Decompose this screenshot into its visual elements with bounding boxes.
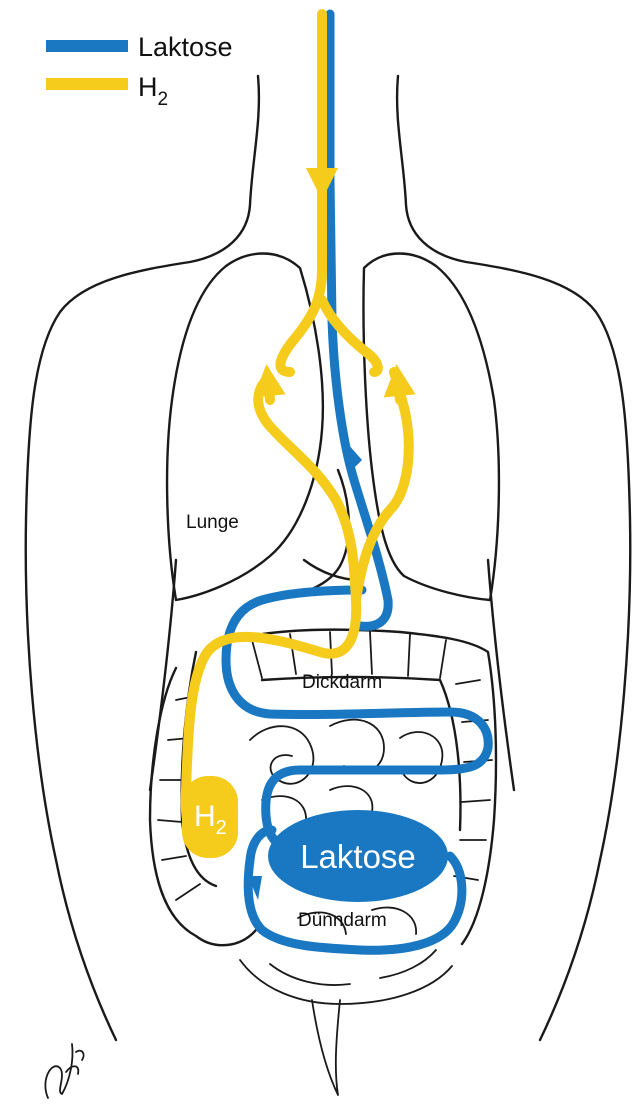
legend-label-laktose: Laktose: [138, 32, 233, 62]
h2-blob: H2: [182, 776, 238, 858]
legend-label-h2: H: [138, 72, 158, 102]
artist-signature: [45, 1044, 83, 1098]
h2-blob-label: H: [194, 800, 216, 833]
right-lung: [363, 254, 498, 601]
label-duenndarm: Dünndarm: [298, 910, 387, 931]
left-lung: [167, 254, 323, 601]
legend: Laktose H2: [46, 32, 233, 110]
label-dickdarm: Dickdarm: [302, 672, 382, 693]
laktose-blob: Laktose: [268, 810, 448, 902]
label-lunge: Lunge: [186, 512, 239, 533]
h2-blob-sub: 2: [216, 817, 227, 839]
laktose-path: [226, 14, 488, 950]
svg-text:H2: H2: [138, 72, 168, 110]
h2-path: [186, 14, 409, 848]
laktose-blob-label: Laktose: [300, 838, 416, 875]
legend-label-h2-sub: 2: [158, 89, 169, 110]
